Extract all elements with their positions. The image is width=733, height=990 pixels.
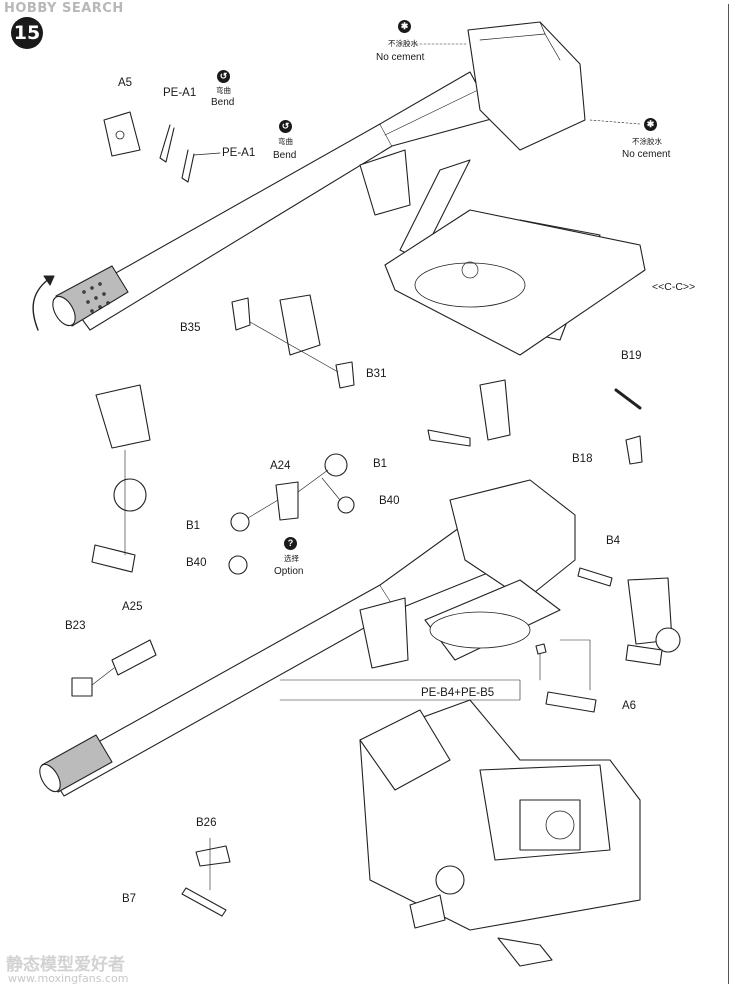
part-sight-cluster [479, 379, 511, 441]
pe-a1-strip-mid [181, 149, 195, 183]
label-b19: B19 [621, 350, 642, 362]
watermark-top: HOBBY SEARCH [4, 1, 124, 16]
assembly-line-b35-b31 [249, 321, 339, 373]
assembly-line-pe-b4 [539, 639, 591, 691]
watermark-bottom: 静态模型爱好者 [6, 955, 125, 975]
label-pe-a1-top: PE-A1 [163, 87, 197, 99]
part-bottom-lever [497, 937, 553, 967]
bend-en-1: Bend [211, 97, 235, 108]
part-handwheel-left [113, 478, 147, 512]
breech-assembly [279, 679, 641, 931]
label-b18: B18 [572, 453, 593, 465]
part-b1-right [324, 453, 348, 477]
part-b1-left [230, 512, 250, 532]
part-left-cylinder [91, 544, 136, 573]
no-cement-icon: ✱ [398, 20, 411, 33]
label-b31: B31 [366, 368, 387, 380]
label-b40-left: B40 [186, 557, 207, 569]
part-b18 [625, 435, 643, 465]
part-b31-bracket [335, 361, 355, 389]
part-sight-arm [427, 429, 471, 447]
no-cement-en-1: No cement [376, 52, 425, 63]
pe-a1-strip-top [159, 124, 175, 163]
watermark-url: www.moxingfans.com [8, 972, 129, 985]
leader-no-cement-2 [589, 119, 641, 125]
label-pe-a1-mid: PE-A1 [222, 147, 256, 159]
label-b4: B4 [606, 535, 621, 547]
part-b23 [71, 677, 93, 697]
bend-cn-2: 弯曲 [278, 137, 293, 146]
option-en: Option [274, 566, 304, 577]
page-border [728, 4, 729, 984]
part-b4 [577, 567, 613, 587]
part-b26 [195, 845, 231, 867]
bend-cn-1: 弯曲 [216, 86, 231, 95]
label-a24: A24 [270, 460, 291, 472]
part-a6 [545, 691, 597, 713]
label-b7: B7 [122, 893, 137, 905]
assembly-lines-a24 [247, 469, 341, 519]
part-b7 [181, 887, 227, 917]
label-b23: B23 [65, 620, 86, 632]
bend-en-2: Bend [273, 150, 297, 161]
bend-icon: ↺ [217, 70, 230, 83]
label-b26: B26 [196, 817, 217, 829]
label-a25: A25 [122, 601, 143, 613]
leader-pe-a1 [193, 152, 221, 156]
no-cement-icon: ✱ [644, 118, 657, 131]
part-a5-cluster [103, 111, 141, 157]
lower-gun-assembly [39, 479, 576, 797]
label-cc: <<C-C>> [652, 281, 696, 293]
label-pe-b4-b5: PE-B4+PE-B5 [421, 687, 495, 699]
assembly-line-a25 [91, 667, 115, 686]
no-cement-cn-1: 不涂胶水 [388, 39, 418, 48]
label-b40-right: B40 [379, 495, 400, 507]
part-a25 [111, 639, 157, 676]
label-a6: A6 [622, 700, 637, 712]
label-a5: A5 [118, 77, 133, 89]
no-cement-cn-2: 不涂胶水 [632, 137, 662, 146]
part-b40-left [228, 555, 248, 575]
part-right-cylinder [625, 644, 663, 666]
label-b35: B35 [180, 322, 201, 334]
pe-b4-b5-small-part [535, 643, 547, 655]
label-b1-right: B1 [373, 458, 388, 470]
bend-icon: ↺ [279, 120, 292, 133]
part-b35 [231, 297, 251, 331]
part-b19-rod [614, 388, 642, 410]
upper-gun-assembly [32, 21, 646, 356]
part-handwheel-right [655, 627, 681, 653]
label-b1-left: B1 [186, 520, 201, 532]
part-a24 [275, 481, 299, 521]
part-b31-cluster [279, 294, 321, 356]
part-b40-right [337, 496, 355, 514]
question-icon: ? [284, 537, 297, 550]
no-cement-en-2: No cement [622, 149, 671, 160]
step-number-badge: 15 [11, 17, 43, 49]
part-left-mechanism [95, 384, 151, 449]
option-cn: 选择 [284, 554, 299, 563]
